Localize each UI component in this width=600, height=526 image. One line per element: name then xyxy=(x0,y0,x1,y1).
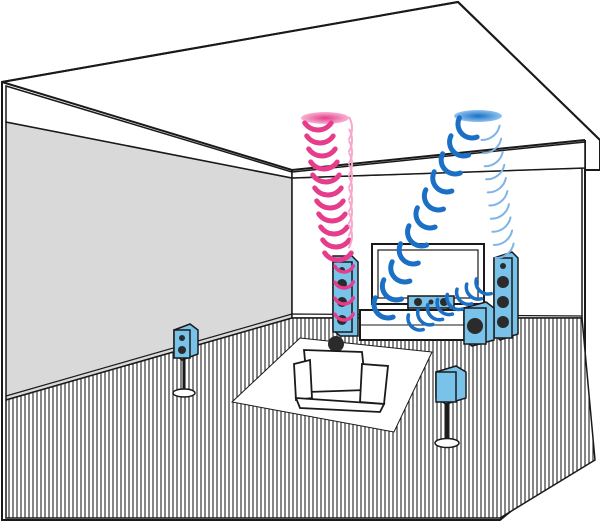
pink-wave-arc xyxy=(308,159,340,172)
pink-wave-arc xyxy=(333,264,355,274)
pink-wave-arc xyxy=(310,172,342,185)
surround-right-speaker-icon xyxy=(434,365,467,449)
pink-wave-light-arc xyxy=(347,116,353,141)
center-speaker-icon xyxy=(407,295,455,309)
pink-wave-arc xyxy=(333,280,355,290)
pink-wave-arc xyxy=(316,211,348,224)
pink-ceiling-spot xyxy=(301,112,349,124)
pink-wave-light-arc xyxy=(347,224,353,249)
pink-wave-arc xyxy=(304,133,336,146)
pink-wave-arc xyxy=(333,312,355,322)
blue-wave-light-arc xyxy=(489,203,510,220)
blue-wave-arc xyxy=(438,151,463,177)
blue-wave-light-arc xyxy=(486,177,507,194)
blue-wave-arc xyxy=(464,282,484,301)
blue-wave-arc xyxy=(396,241,421,267)
blue-wave-arc xyxy=(445,292,464,312)
blue-sound-waves xyxy=(371,115,515,332)
blue-wave-light-arc xyxy=(480,124,501,142)
pink-wave-arc xyxy=(318,224,350,237)
blue-wave-arc xyxy=(474,277,493,296)
pink-wave-arc xyxy=(306,146,338,159)
blue-wave-arc xyxy=(430,169,455,195)
blue-wave-arc xyxy=(379,277,404,303)
blue-wave-light-arc xyxy=(488,190,509,207)
pink-wave-arc xyxy=(333,296,355,306)
surround-left-speaker-icon xyxy=(172,323,199,398)
blue-ceiling-spot xyxy=(454,110,502,122)
pink-wave-light-arc xyxy=(347,128,353,153)
blue-wave-arc xyxy=(435,297,455,317)
subwoofer-icon xyxy=(463,301,495,347)
pink-wave-arc xyxy=(302,120,334,133)
pink-wave-light-arc xyxy=(347,212,353,237)
pink-wave-light-arc xyxy=(347,200,353,225)
blue-wave-light-arc xyxy=(483,150,504,168)
blue-wave-arc xyxy=(415,308,435,327)
pink-wave-light-arc xyxy=(347,164,353,189)
sofa-icon xyxy=(293,336,389,413)
pink-wave-arc xyxy=(314,198,346,211)
blue-wave-light-arc xyxy=(494,242,515,260)
blue-wave-arc xyxy=(455,115,480,141)
blue-wave-light-arc xyxy=(491,216,512,233)
blue-wave-arc xyxy=(406,313,425,332)
pink-sound-waves xyxy=(302,116,355,322)
front-right-speaker-icon xyxy=(493,251,519,341)
pink-wave-arc xyxy=(312,185,344,198)
pink-wave-arc xyxy=(320,237,352,250)
blue-wave-arc xyxy=(405,223,430,249)
blue-wave-light-arc xyxy=(482,137,503,155)
pink-wave-light-arc xyxy=(347,140,353,165)
pink-wave-light-arc xyxy=(347,188,353,213)
blue-wave-arc xyxy=(421,187,446,213)
pink-wave-light-arc xyxy=(347,176,353,201)
blue-wave-light-arc xyxy=(485,163,506,181)
blue-wave-light-arc xyxy=(492,229,514,246)
blue-wave-arc xyxy=(371,295,396,321)
blue-wave-arc xyxy=(425,302,445,322)
pink-wave-arc xyxy=(322,250,354,263)
blue-wave-arc xyxy=(454,287,474,306)
blue-wave-arc xyxy=(388,259,413,285)
blue-wave-arc xyxy=(413,205,438,231)
pink-wave-light-arc xyxy=(347,152,353,177)
blue-wave-arc xyxy=(447,133,472,159)
